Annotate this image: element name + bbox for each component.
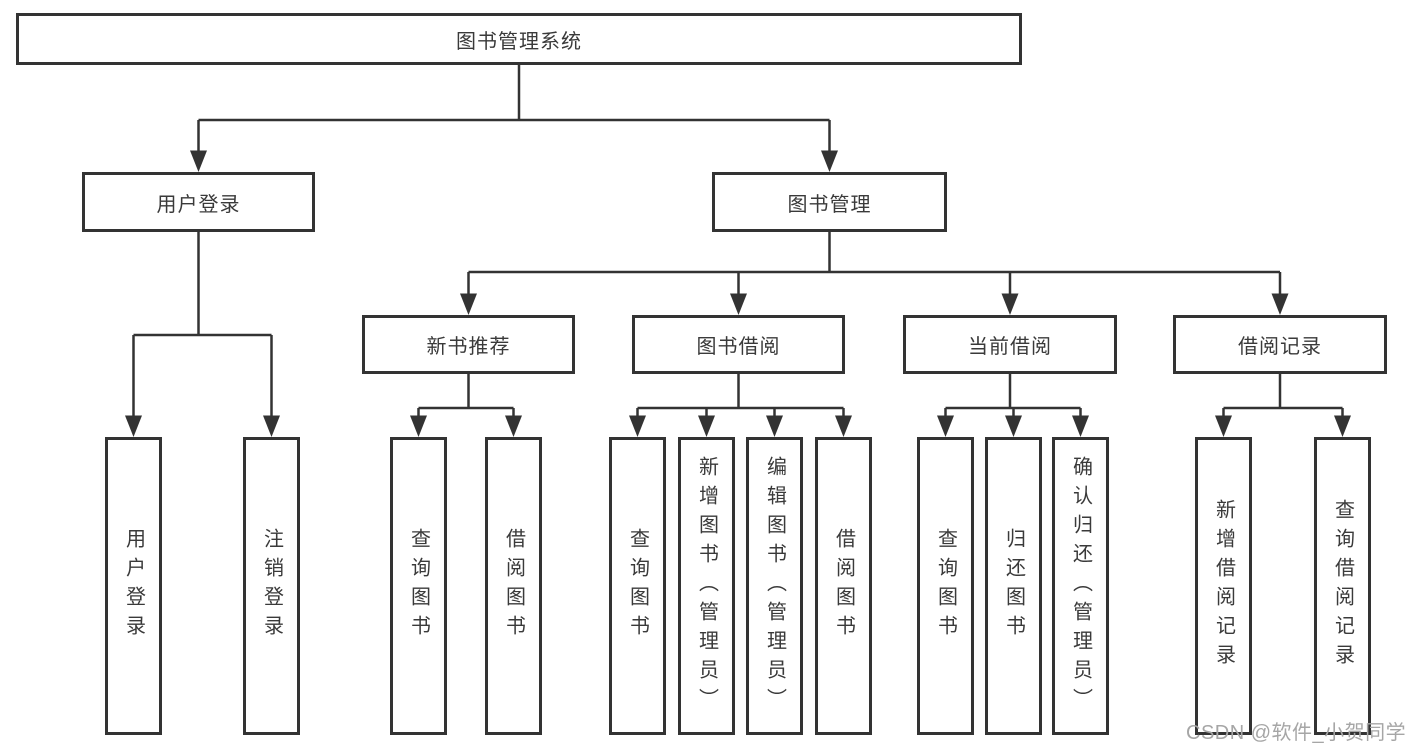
leaf-recommend-query-books-label: 查询图书 [407, 528, 430, 644]
leaf-records-add-record: 新增借阅记录 [1195, 437, 1252, 735]
leaf-current-query-books-label: 查询图书 [934, 528, 957, 644]
leaf-current-query-books: 查询图书 [917, 437, 974, 735]
leaf-borrow-query-books: 查询图书 [609, 437, 666, 735]
node-current-borrow-label: 当前借阅 [968, 336, 1052, 358]
leaf-records-query-record: 查询借阅记录 [1314, 437, 1371, 735]
leaf-recommend-borrow-books-label: 借阅图书 [502, 528, 525, 644]
leaf-recommend-borrow-books: 借阅图书 [485, 437, 542, 735]
leaf-current-confirm-return-admin: 确认归还（管理员） [1052, 437, 1109, 735]
node-root-label: 图书管理系统 [456, 30, 582, 53]
leaf-borrow-borrow-books-label: 借阅图书 [832, 528, 855, 644]
leaf-current-confirm-return-admin-label: 确认归还（管理员） [1069, 455, 1092, 717]
leaf-logout: 注销登录 [243, 437, 300, 735]
leaf-borrow-query-books-label: 查询图书 [626, 528, 649, 644]
node-new-book-recommend-label: 新书推荐 [426, 336, 511, 358]
node-root: 图书管理系统 [16, 13, 1022, 65]
node-user-login-label: 用户登录 [156, 193, 241, 216]
leaf-borrow-borrow-books: 借阅图书 [815, 437, 872, 735]
node-borrow-records: 借阅记录 [1173, 315, 1387, 374]
node-borrow-records-label: 借阅记录 [1238, 336, 1322, 358]
leaf-borrow-add-books-admin: 新增图书（管理员） [678, 437, 735, 735]
leaf-user-login-label: 用户登录 [122, 528, 145, 644]
csdn-watermark: CSDN @软件_小贺同学 [1186, 722, 1405, 744]
node-user-login: 用户登录 [82, 172, 315, 232]
leaf-recommend-query-books: 查询图书 [390, 437, 447, 735]
leaf-records-add-record-label: 新增借阅记录 [1212, 499, 1235, 673]
node-book-borrow: 图书借阅 [632, 315, 845, 374]
node-current-borrow: 当前借阅 [903, 315, 1117, 374]
node-book-borrow-label: 图书借阅 [696, 336, 781, 358]
leaf-current-return-books: 归还图书 [985, 437, 1042, 735]
node-new-book-recommend: 新书推荐 [362, 315, 575, 374]
leaf-records-query-record-label: 查询借阅记录 [1331, 499, 1354, 673]
leaf-logout-label: 注销登录 [260, 528, 283, 644]
leaf-user-login: 用户登录 [105, 437, 162, 735]
leaf-borrow-edit-books-admin-label: 编辑图书（管理员） [763, 455, 786, 717]
node-book-management: 图书管理 [712, 172, 947, 232]
leaf-current-return-books-label: 归还图书 [1002, 528, 1025, 644]
node-book-management-label: 图书管理 [787, 193, 872, 216]
leaf-borrow-add-books-admin-label: 新增图书（管理员） [695, 455, 718, 717]
leaf-borrow-edit-books-admin: 编辑图书（管理员） [746, 437, 803, 735]
